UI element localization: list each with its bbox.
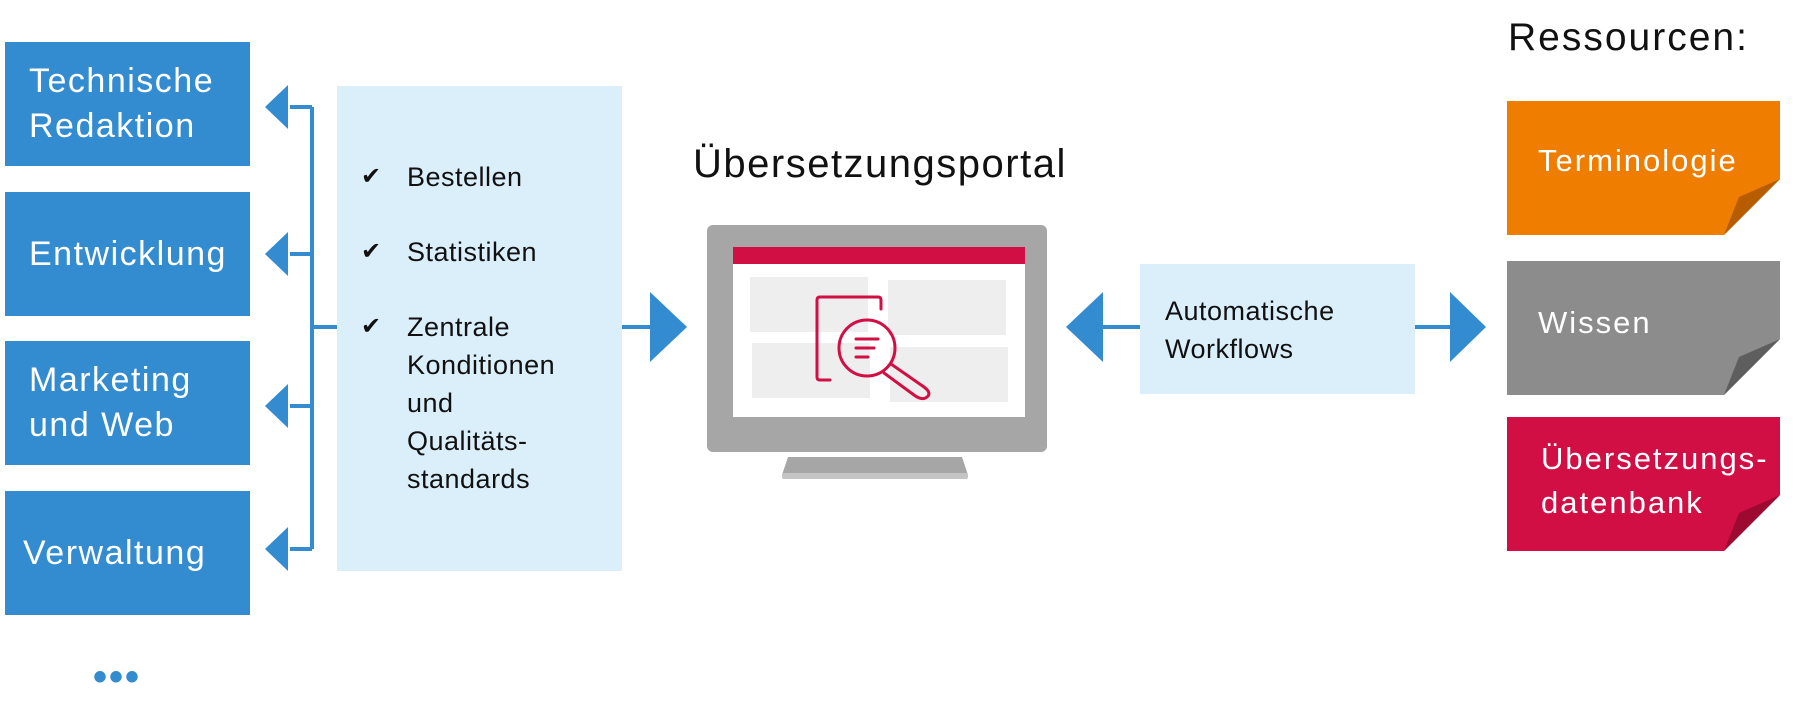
dept-administration: Verwaltung: [5, 491, 250, 615]
dept-technical-writing: Technische Redaktion: [5, 42, 250, 166]
dept-marketing-web: Marketing und Web: [5, 341, 250, 465]
note-shape: [1507, 261, 1780, 395]
arrow-left-icon: [265, 527, 288, 571]
resource-label: Terminologie: [1538, 143, 1738, 178]
dept-label: Technische Redaktion: [29, 62, 215, 145]
dept-development: Entwicklung: [5, 192, 250, 316]
check-icon: ✔: [361, 163, 382, 190]
dept-label: Entwicklung: [29, 234, 227, 273]
more-ellipsis: •••: [93, 655, 142, 699]
feature-label: Zentrale Konditionen und Qualitäts- stan…: [407, 312, 556, 494]
feature-panel: ✔ Bestellen ✔ Statistiken ✔ Zentrale Kon…: [337, 86, 622, 571]
arrow-right-icon: [650, 292, 687, 362]
check-icon: ✔: [361, 238, 382, 265]
branch-connector: [290, 105, 337, 551]
note-shape: [1507, 417, 1780, 551]
arrow-left-icon: [265, 384, 288, 428]
arrow-left-icon: [265, 85, 288, 129]
arrow-right-icon: [1450, 292, 1486, 362]
arrow-left-icon: [1066, 292, 1103, 362]
resource-label: Wissen: [1538, 305, 1652, 340]
check-icon: ✔: [361, 313, 382, 340]
note-shape: [1507, 101, 1780, 235]
resource-terminology: Terminologie: [1507, 101, 1780, 235]
arrow-left-icon: [265, 232, 288, 276]
feature-label: Bestellen: [407, 162, 523, 192]
resource-label: Übersetzungs- datenbank: [1541, 441, 1769, 520]
resources-title: Ressourcen:: [1508, 16, 1749, 59]
automation-box: Automatische Workflows: [1140, 264, 1415, 394]
dept-label: Verwaltung: [23, 533, 207, 572]
resource-knowledge: Wissen: [1507, 261, 1780, 395]
monitor-icon: [707, 225, 1047, 479]
dept-label: Marketing und Web: [29, 361, 192, 444]
feature-label: Statistiken: [407, 237, 538, 267]
portal-title: Übersetzungsportal: [693, 142, 1067, 186]
document-search-icon: [815, 295, 931, 401]
resource-translation-database: Übersetzungs- datenbank: [1507, 417, 1780, 551]
